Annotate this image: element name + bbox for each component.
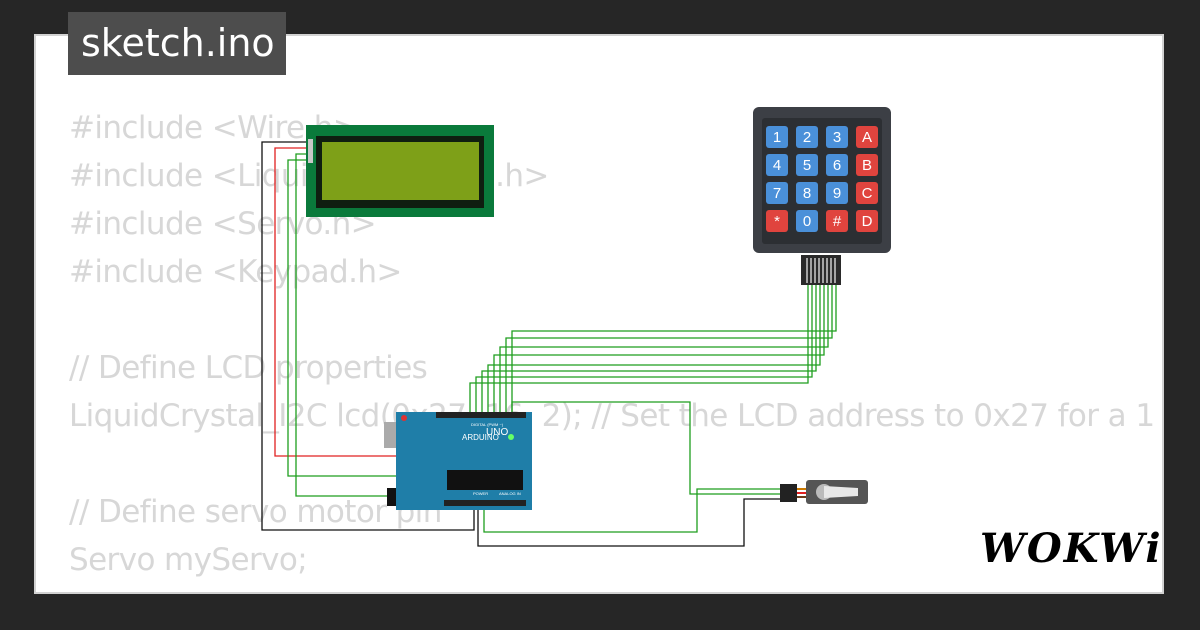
keypad-key-label: 1 — [773, 129, 781, 146]
keypad-key-label: # — [833, 213, 842, 230]
power-analog-header — [444, 500, 526, 506]
keypad-key[interactable] — [766, 154, 788, 176]
wire-green — [511, 285, 837, 420]
keypad-key[interactable] — [826, 126, 848, 148]
keypad-key-label: 3 — [833, 129, 841, 146]
keypad-key[interactable] — [856, 182, 878, 204]
reset-button[interactable] — [401, 415, 407, 421]
keypad-key-label: 4 — [773, 157, 781, 174]
keypad-key[interactable] — [826, 210, 848, 232]
wire-green — [481, 285, 817, 420]
keypad-pins — [806, 258, 836, 283]
wire-green — [487, 285, 821, 420]
keypad-key[interactable] — [796, 210, 818, 232]
code-line: Servo myServo; — [69, 542, 308, 578]
keypad-key[interactable] — [766, 182, 788, 204]
lcd-display[interactable] — [306, 125, 494, 217]
keypad-key-label: 2 — [803, 129, 811, 146]
arduino-uno[interactable]: ARDUINO UNO DIGITAL (PWM ~) POWER ANALOG… — [384, 412, 532, 510]
keypad-key-label: 5 — [803, 157, 811, 174]
code-editor: #include <Wire.h> #include <LiquidCrysta… — [69, 104, 1162, 592]
keypad-key-label: 6 — [833, 157, 841, 174]
wire-green — [475, 285, 813, 420]
keypad-key[interactable] — [826, 154, 848, 176]
wire-green — [499, 285, 829, 420]
power-led — [508, 434, 514, 440]
digital-label: DIGITAL (PWM ~) — [471, 422, 504, 427]
keypad-key-label: 0 — [803, 213, 811, 230]
keypad-key[interactable] — [796, 154, 818, 176]
lcd-pins — [308, 139, 313, 163]
keypad-key[interactable] — [796, 182, 818, 204]
code-line: #include <Keypad.h> — [69, 254, 402, 290]
keypad-key-label: 8 — [803, 185, 811, 202]
wire-black — [477, 498, 780, 547]
board-brand: ARDUINO — [462, 433, 499, 442]
wire-green — [493, 285, 825, 420]
microcontroller-chip — [447, 470, 523, 490]
keypad-key[interactable] — [766, 126, 788, 148]
wokwi-logo: WOKWi — [980, 525, 1163, 572]
code-preview-card: #include <Wire.h> #include <LiquidCrysta… — [34, 34, 1164, 594]
wire-green — [511, 401, 780, 495]
keypad-key-label: D — [862, 213, 873, 230]
keypad-key-label: * — [774, 213, 780, 230]
servo-connector — [780, 484, 797, 502]
keypad[interactable]: 1 2 3 A 4 5 6 B 7 8 9 C * 0 # D — [753, 107, 891, 285]
servo-horn — [824, 486, 858, 498]
keypad-keys: 1 2 3 A 4 5 6 B 7 8 9 C * 0 # D — [766, 126, 878, 232]
file-tab[interactable]: sketch.ino — [68, 12, 286, 75]
keypad-panel — [762, 118, 882, 244]
keypad-key[interactable] — [856, 210, 878, 232]
analog-label: ANALOG IN — [499, 491, 521, 496]
keypad-key[interactable] — [766, 210, 788, 232]
power-label: POWER — [473, 491, 488, 496]
keypad-key-label: 7 — [773, 185, 781, 202]
board-model: UNO — [486, 427, 508, 438]
keypad-key-label: 9 — [833, 185, 841, 202]
keypad-key-label: B — [862, 157, 872, 174]
code-line: const int servoPin = 9; — [69, 584, 1162, 592]
keypad-key[interactable] — [826, 182, 848, 204]
wire-green — [505, 285, 833, 420]
keypad-key-label: A — [862, 129, 872, 146]
digital-header — [436, 412, 526, 418]
wire-green — [483, 488, 780, 533]
lcd-screen — [322, 142, 479, 200]
keypad-key[interactable] — [796, 126, 818, 148]
wire-green — [469, 285, 809, 420]
keypad-key[interactable] — [856, 126, 878, 148]
code-line: // Define LCD properties — [69, 350, 428, 386]
keypad-key[interactable] — [856, 154, 878, 176]
keypad-key-label: C — [862, 185, 873, 202]
wire-black — [261, 141, 475, 531]
servo-motor[interactable] — [780, 480, 868, 504]
